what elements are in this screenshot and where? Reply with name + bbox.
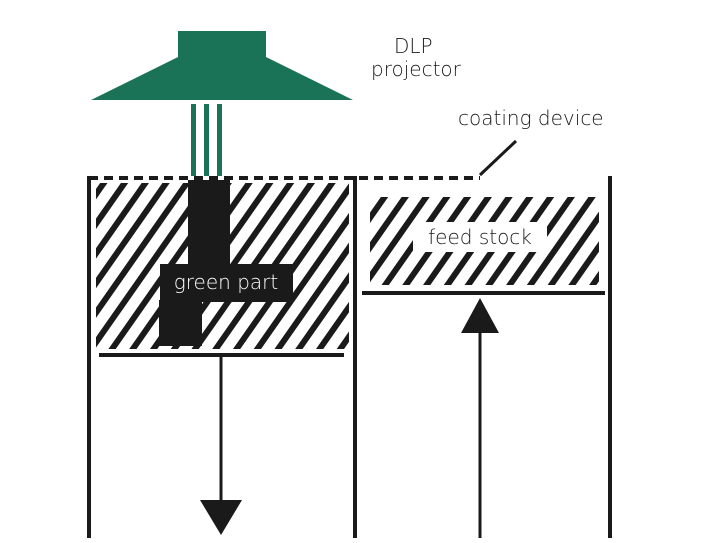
projector-label-line2: projector: [371, 57, 462, 81]
green-part-stem: [188, 180, 230, 270]
light-beam-3: [217, 104, 222, 176]
light-beam-2: [204, 104, 209, 176]
coating-device-label: coating device: [458, 106, 604, 130]
dlp-projector: [91, 31, 353, 176]
coating-device-pointer: [478, 139, 518, 177]
projector-housing-base: [91, 57, 353, 100]
green-part-label: green part: [174, 270, 278, 294]
projector-housing-top: [178, 31, 266, 58]
green-part: green part: [159, 180, 293, 346]
feed-stock-label: feed stock: [428, 225, 532, 249]
light-beam-1: [191, 104, 196, 176]
feed-stock-label-box: [413, 222, 547, 252]
green-part-body: [160, 264, 293, 302]
feed-chamber: feed stock: [362, 176, 612, 538]
down-arrow-icon: [200, 500, 242, 535]
green-part-base: [159, 300, 202, 346]
projector-label-line1: DLP: [394, 34, 433, 58]
up-arrow-icon: [461, 298, 499, 333]
